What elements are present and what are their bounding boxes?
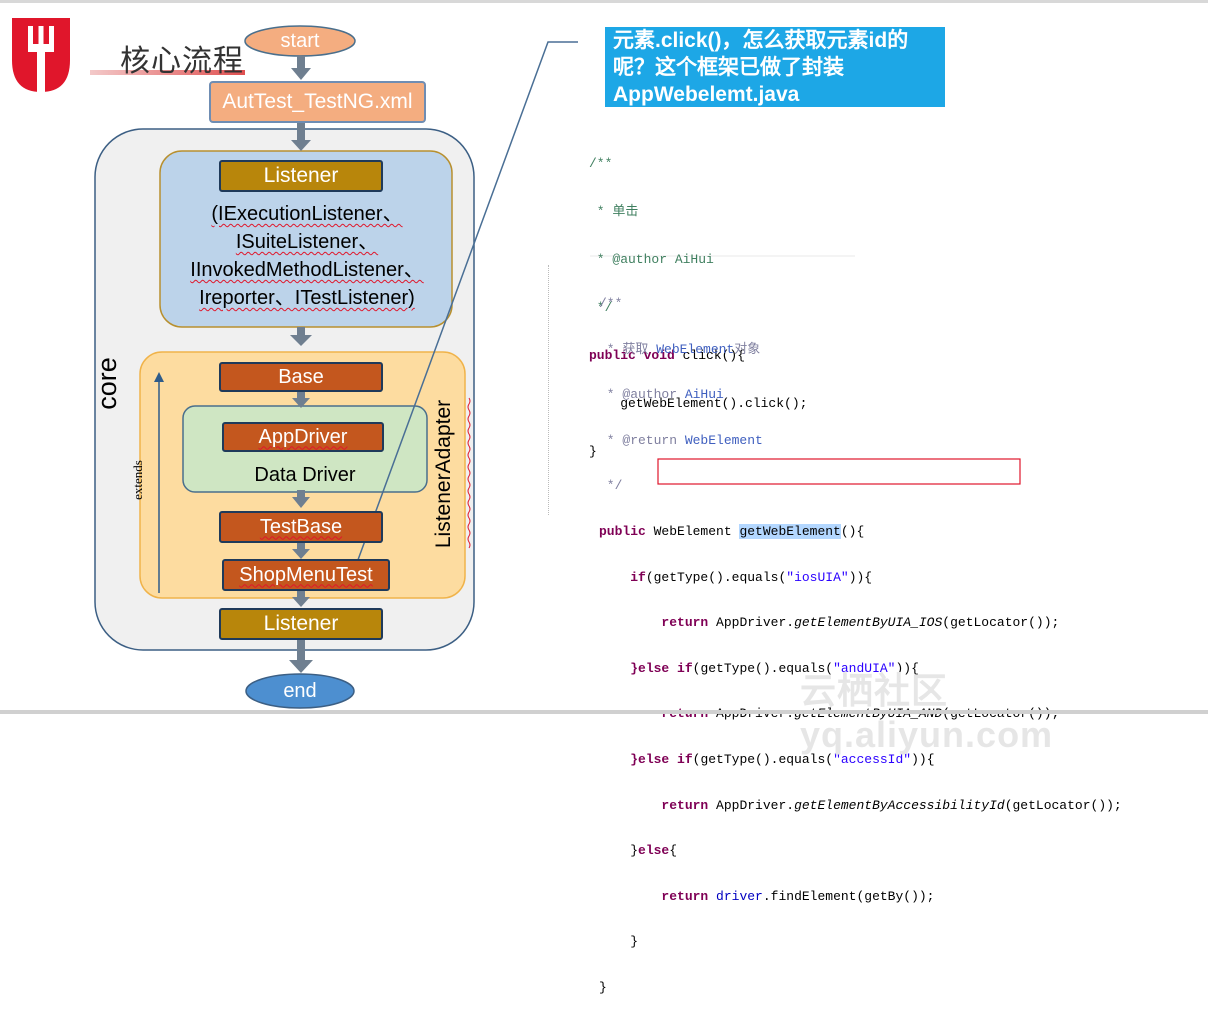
data-driver-label: Data Driver <box>254 463 356 486</box>
code-line: /** <box>599 296 623 311</box>
core-label: core <box>91 357 122 410</box>
extends-label: extends <box>129 460 145 500</box>
code-line: } <box>589 444 597 459</box>
listener-panel <box>159 150 453 328</box>
listener-adapter-label: ListenerAdapter <box>432 399 456 549</box>
code-line: public void click(){ <box>589 348 746 363</box>
code-block-click: /** * 单击 * @author AiHui */ public void … <box>589 125 807 476</box>
extends-arrow-head <box>154 372 164 382</box>
code-line: /** <box>589 156 613 171</box>
app-driver-box: AppDriver <box>222 422 384 452</box>
code-line: * 单击 <box>589 204 639 219</box>
end-label: end <box>283 679 317 702</box>
shop-menu-test-box: ShopMenuTest <box>222 559 390 591</box>
listener-interfaces: (IExecutionListener、 ISuiteListener、 IIn… <box>162 200 452 312</box>
code-line: * @return WebElement <box>599 432 763 448</box>
code-line: */ <box>589 300 613 315</box>
bottom-border <box>0 710 1208 714</box>
app-driver-label: AppDriver <box>258 425 348 448</box>
test-base-label: TestBase <box>259 515 343 538</box>
editor-gutter <box>548 265 557 515</box>
spellcheck-squiggle <box>467 397 471 549</box>
code-line: * 获取 WebElement对象 <box>599 341 761 357</box>
code-line: * @author AiHui <box>599 387 724 403</box>
listener-line-2: ISuiteListener、 <box>235 231 379 253</box>
note-line-2: 呢？这个框架已做了封装 <box>613 56 844 79</box>
code-line: return AppDriver.getElementByUIA_IOS(get… <box>661 615 1060 631</box>
note-line-1: 元素.click()，怎么获取元素id的 <box>613 29 909 52</box>
listener-line-3: IInvokedMethodListener、 <box>190 259 424 281</box>
title-underline <box>90 70 245 75</box>
page-title: 核心流程 <box>120 45 244 78</box>
fork-logo-icon <box>12 18 70 92</box>
code-line: getWebElement().click(); <box>589 396 808 411</box>
base-box: Base <box>219 362 383 392</box>
code-line: }else if(getType().equals("andUIA")){ <box>630 660 919 676</box>
code-line: * @author AiHui <box>589 252 714 267</box>
listener-bottom-box: Listener <box>219 608 383 640</box>
code-line: public WebElement getWebElement(){ <box>599 523 865 539</box>
xml-config-box: AutTest_TestNG.xml <box>209 81 426 123</box>
end-ellipse <box>245 673 355 709</box>
code-line: */ <box>599 478 623 494</box>
top-border <box>0 0 1208 3</box>
listener-top-box: Listener <box>219 160 383 192</box>
code-line: }else{ <box>630 843 678 859</box>
watermark: 云栖社区 yq.aliyun.com <box>800 670 1054 755</box>
code-line: return driver.findElement(getBy()); <box>661 888 935 904</box>
code-line: } <box>630 934 639 950</box>
shop-menu-test-label: ShopMenuTest <box>239 563 373 586</box>
code-highlight-box <box>657 458 1021 485</box>
flow-arrows <box>289 56 313 673</box>
note-line-3: AppWebelemt.java <box>613 83 800 106</box>
listener-line-1: (IExecutionListener、 <box>211 203 403 225</box>
code-line: } <box>599 979 607 995</box>
code-line: return AppDriver.getElementByAccessibili… <box>661 797 1122 813</box>
connector-line <box>354 41 578 569</box>
listener-line-4: Ireporter、ITestListener) <box>199 287 415 309</box>
callout-note: 元素.click()，怎么获取元素id的 呢？这个框架已做了封装 AppWebe… <box>605 27 945 107</box>
start-label: start <box>280 29 320 52</box>
test-base-box: TestBase <box>219 511 383 543</box>
code-line: if(getType().equals("iosUIA")){ <box>630 569 873 585</box>
code-block-getwebelement: /** * 获取 WebElement对象 * @author AiHui * … <box>599 266 1122 1011</box>
